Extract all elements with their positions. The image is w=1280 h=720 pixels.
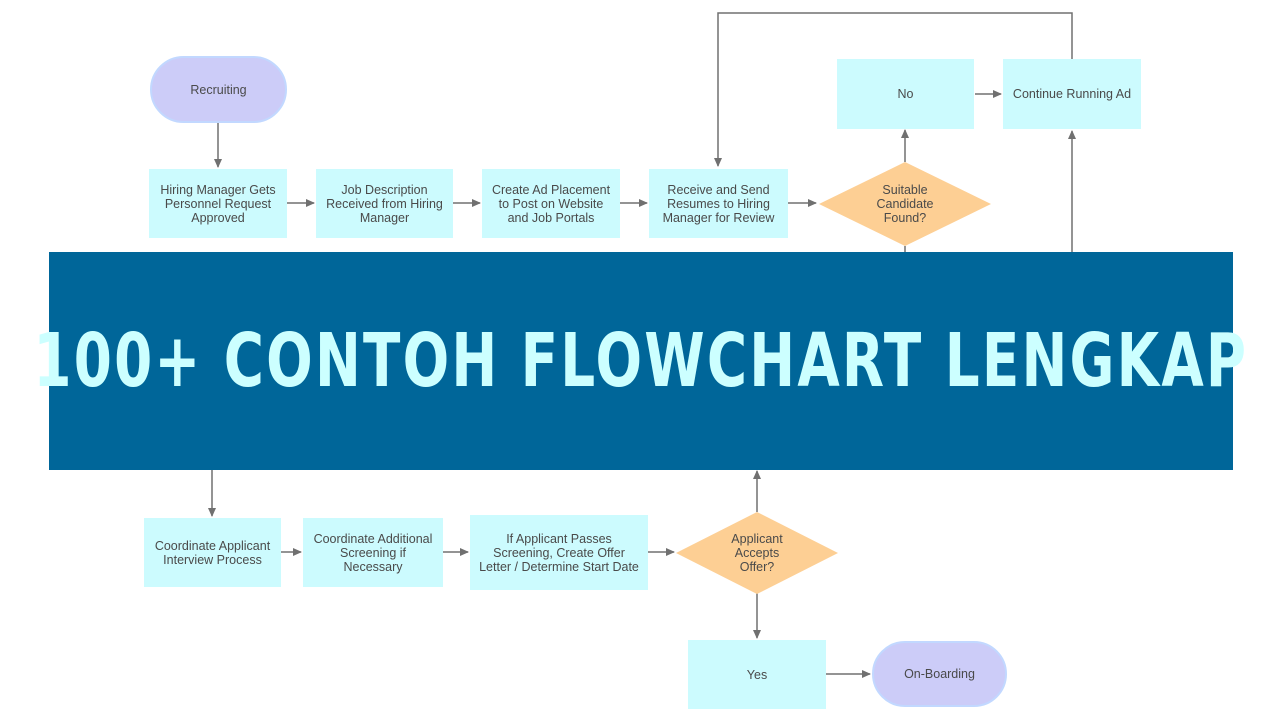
decision-suitable-candidate-shape [819, 162, 991, 246]
banner-title: 100+ CONTOH FLOWCHART LENGKAP [33, 318, 1249, 404]
connector-continue-loop-back [714, 12, 1073, 167]
recruiting-terminal: Recruiting [150, 56, 287, 123]
offer-letter-step: If Applicant Passes Screening, Create Of… [470, 515, 648, 590]
decision-applicant-accepts-shape [676, 512, 838, 594]
no-step: No [837, 59, 974, 129]
onboarding-terminal: On-Boarding [872, 641, 1007, 707]
yes-step: Yes [688, 640, 826, 709]
create-ad-step: Create Ad Placement to Post on Website a… [482, 169, 620, 238]
applicant-accepts-decision: Applicant Accepts Offer? [731, 532, 783, 574]
title-banner: 100+ CONTOH FLOWCHART LENGKAP [34, 252, 1246, 470]
continue-running-ad-step: Continue Running Ad [1003, 59, 1141, 129]
suitable-candidate-decision: Suitable Candidate Found? [876, 183, 934, 225]
receive-resumes-step: Receive and Send Resumes to Hiring Manag… [649, 169, 788, 238]
additional-screening-step: Coordinate Additional Screening if Neces… [303, 518, 443, 587]
coordinate-interview-step: Coordinate Applicant Interview Process [144, 518, 281, 587]
job-description-step: Job Description Received from Hiring Man… [316, 169, 453, 238]
hiring-manager-approval-step: Hiring Manager Gets Personnel Request Ap… [149, 169, 287, 238]
